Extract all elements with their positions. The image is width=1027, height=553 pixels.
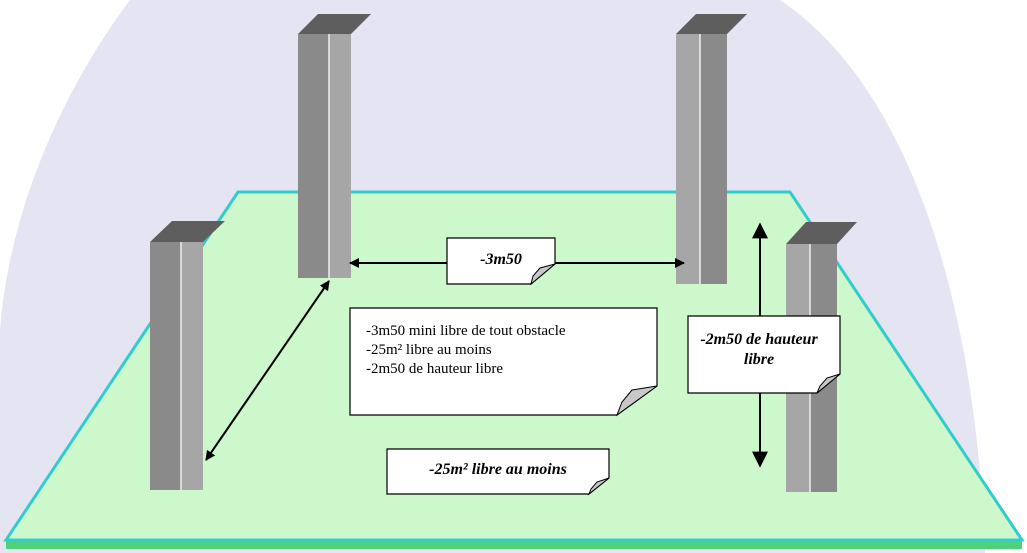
requirements-note [349, 307, 658, 417]
requirement-item: -25m² libre au moins [366, 342, 492, 358]
distance-arrow-diagonal [205, 280, 330, 461]
pillar-back-right [676, 14, 747, 284]
requirement-item: -3m50 mini libre de tout obstacle [366, 323, 566, 339]
pillar-front-left [150, 221, 225, 490]
distance-note [446, 237, 556, 286]
height-label: -2m50 de hauteur libre [700, 331, 818, 368]
area-note [386, 448, 610, 496]
area-label: -25m² libre au moins [429, 461, 567, 478]
floor-front-edge [6, 540, 1022, 549]
distance-label: -3m50 [480, 251, 522, 268]
requirement-item: -2m50 de hauteur libre [366, 361, 504, 377]
pillar-back-left [298, 14, 371, 278]
requirements-list: -3m50 mini libre de tout obstacle -25m² … [366, 322, 656, 379]
height-note [687, 315, 841, 394]
